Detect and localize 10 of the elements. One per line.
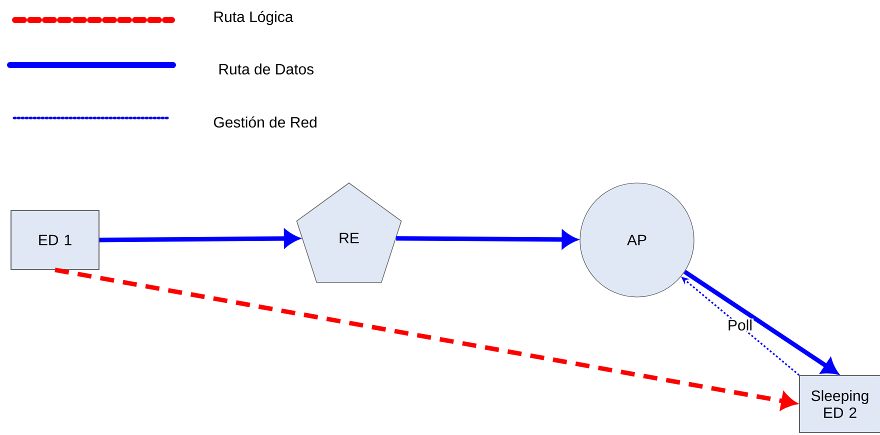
edge-label: Poll [726, 318, 754, 332]
legend-label: Gestión de Red [214, 116, 316, 128]
arrow [54, 268, 796, 410]
legend-label: Ruta de Datos [219, 63, 314, 74]
legend-label: Ruta Lógica [214, 10, 294, 26]
arrow [396, 230, 577, 248]
device-box: ED 1 [10, 210, 100, 270]
device-box: Sleeping ED 2 [799, 375, 880, 433]
arrow [683, 270, 838, 374]
router-pentagon: RE [296, 182, 402, 283]
